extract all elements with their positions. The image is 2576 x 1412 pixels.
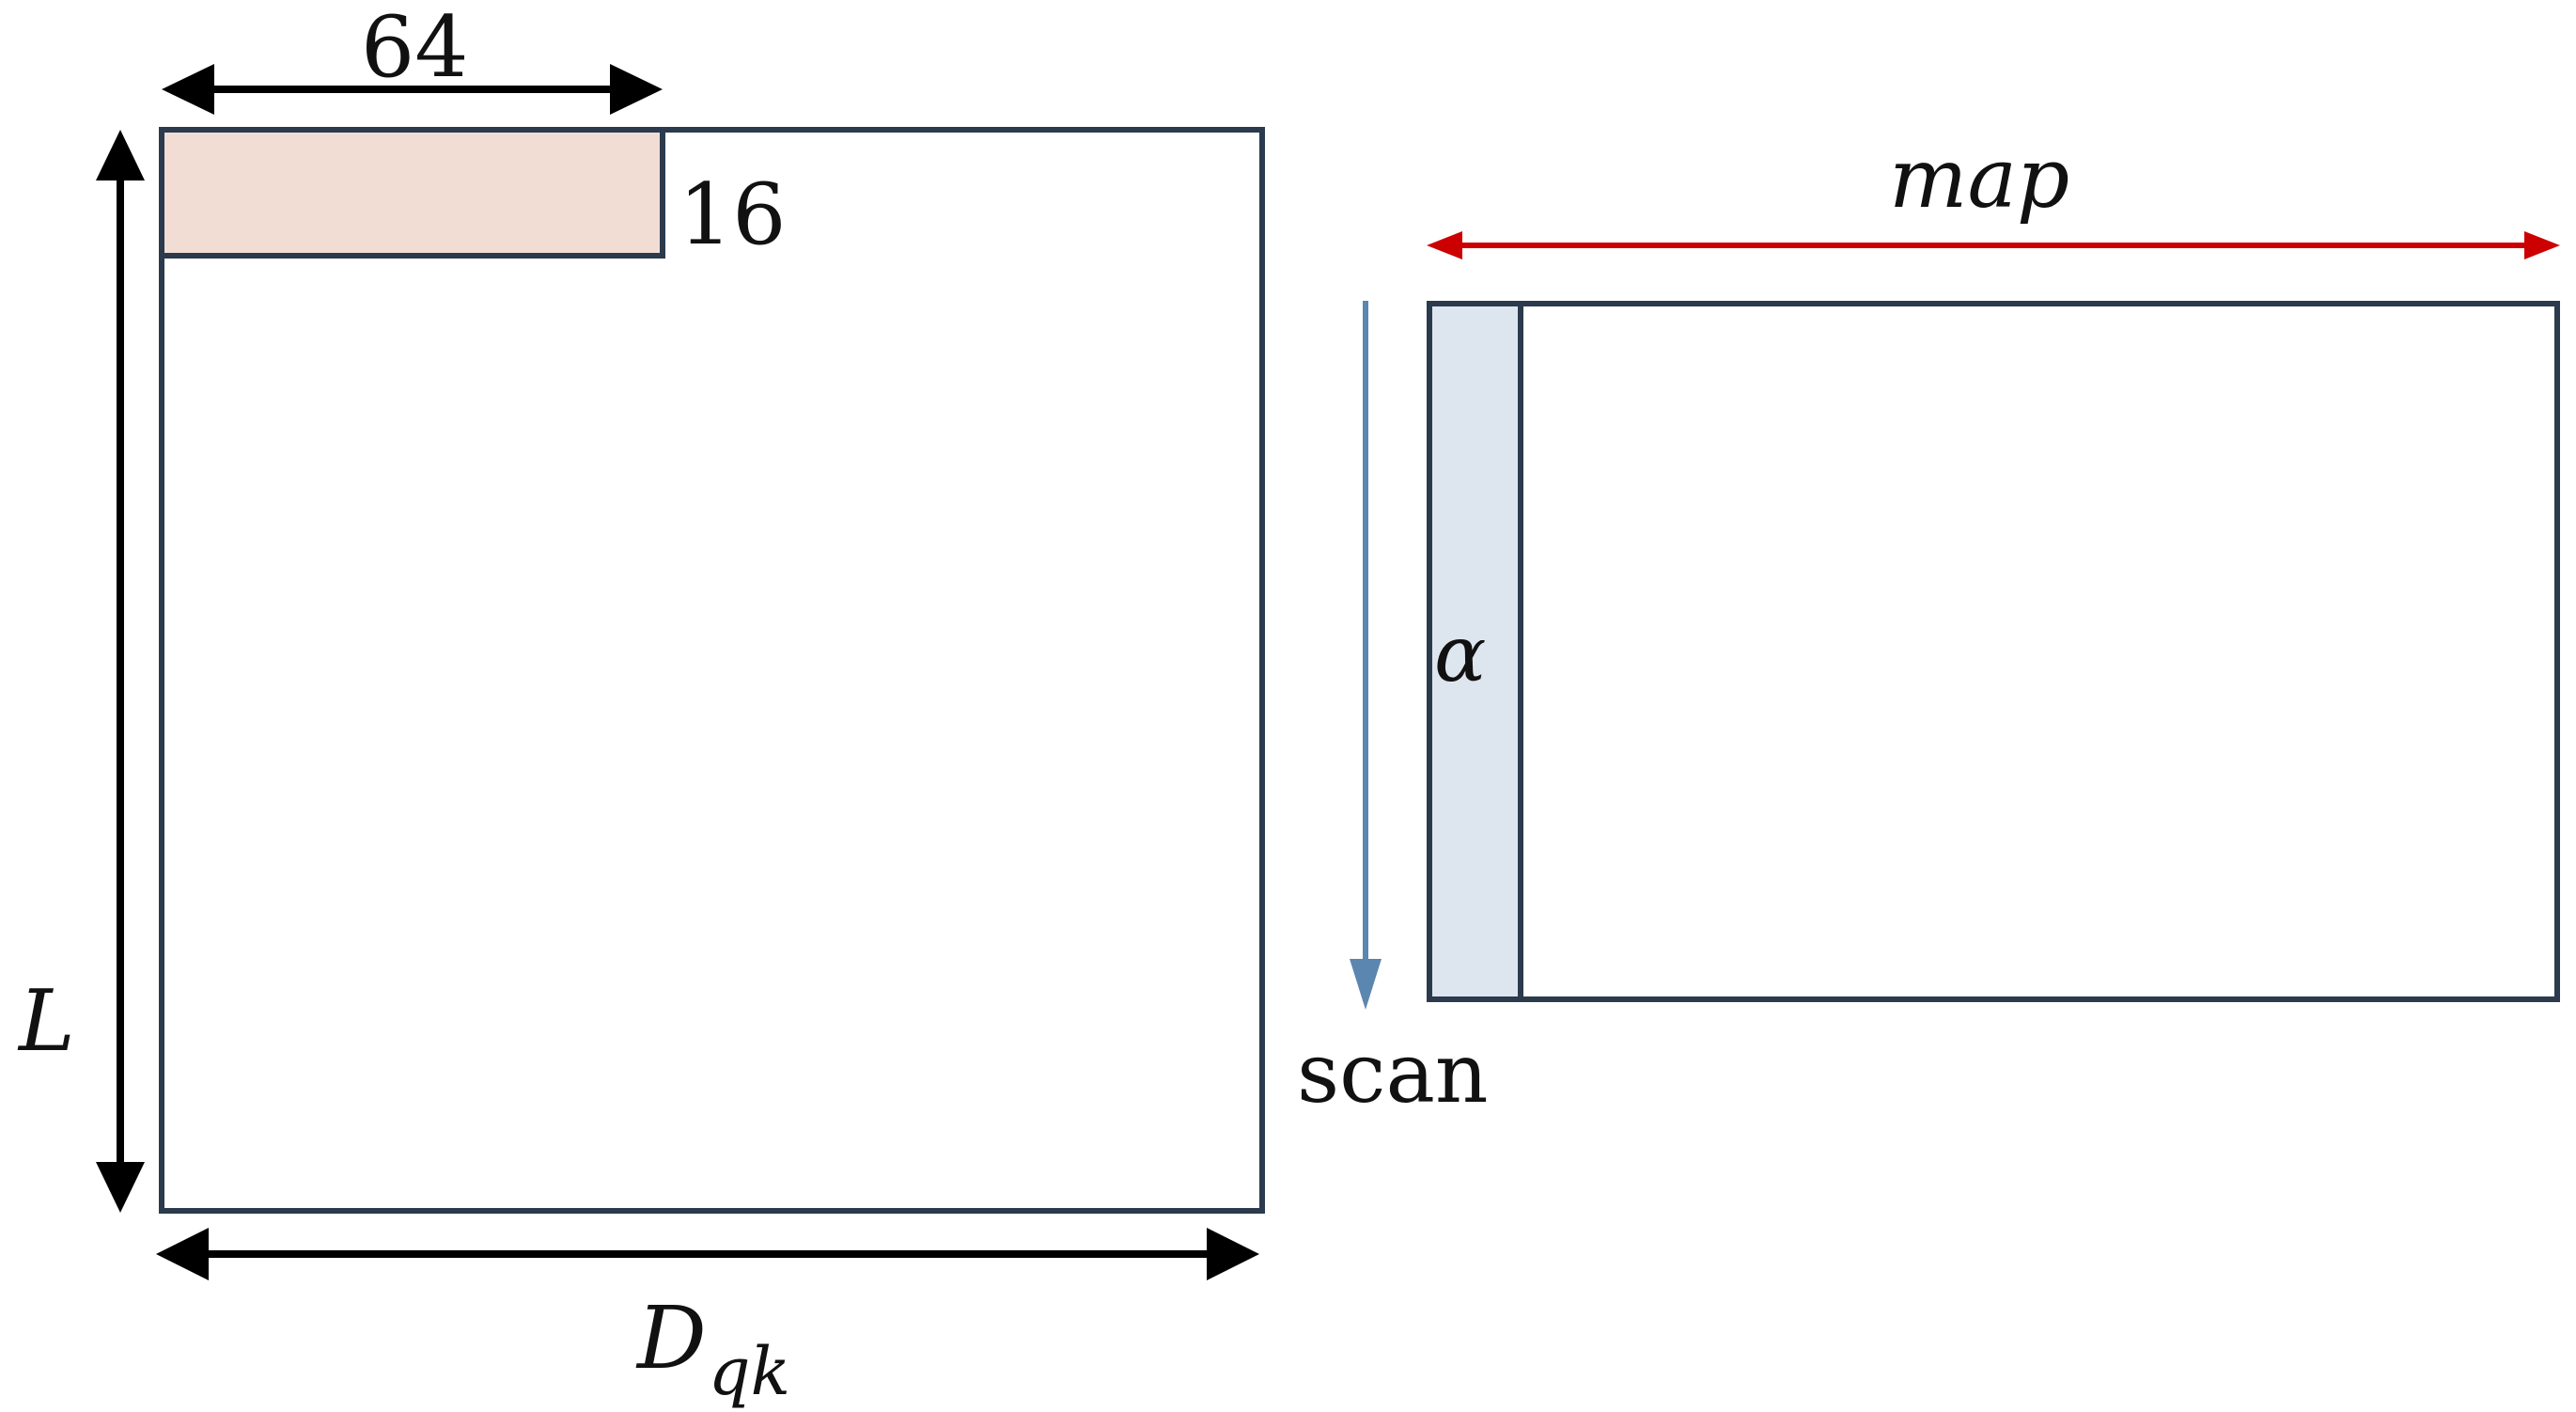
scan-arrow: [1350, 301, 1382, 1010]
tile-width-arrow: [162, 64, 663, 115]
length-label: L: [19, 972, 75, 1071]
map-label: map: [1889, 130, 2070, 227]
dqk-label: Dqk: [637, 1295, 790, 1405]
alpha-label: α: [1434, 610, 1487, 699]
tile-width-label: 64: [361, 0, 469, 97]
map-arrow: [1427, 231, 2560, 259]
dqk-label-subscript: qk: [708, 1333, 790, 1410]
tile-height-label: 16: [679, 165, 787, 264]
alpha-column: [1427, 301, 1523, 1002]
dqk-label-base: D: [637, 1288, 707, 1388]
dqk-arrow: [156, 1228, 1259, 1280]
state-box: [1427, 301, 2560, 1002]
tile-block: [159, 127, 665, 259]
scan-label: scan: [1297, 1025, 1489, 1122]
length-arrow: [96, 130, 145, 1213]
qk-matrix-box: [159, 127, 1265, 1214]
